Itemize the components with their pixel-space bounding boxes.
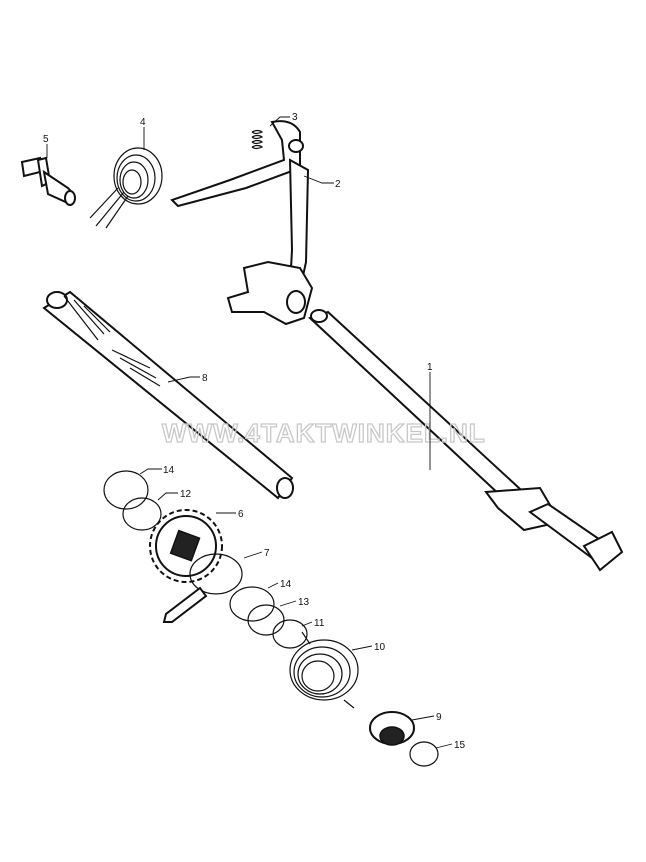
pin-bolt-drawing <box>20 156 76 206</box>
ratchet-guide-plate-drawing <box>162 553 243 623</box>
label-part-1: 1 <box>427 362 433 373</box>
washer-11-drawing <box>272 619 308 649</box>
circlip-upper-drawing <box>103 470 149 510</box>
label-part-10: 10 <box>374 642 386 653</box>
part-labels: 3 2 4 5 1 8 14 12 6 7 14 13 11 10 9 15 <box>43 112 466 751</box>
label-part-13: 13 <box>298 597 310 608</box>
label-part-15: 15 <box>454 740 466 751</box>
label-part-14a: 14 <box>163 465 175 476</box>
label-part-3: 3 <box>292 112 298 123</box>
label-part-4: 4 <box>140 117 146 128</box>
circlip-lower-drawing <box>229 586 275 622</box>
gearshift-spindle-drawing <box>308 309 624 572</box>
kick-gear-drawing <box>149 509 223 583</box>
kick-spring-drawing <box>289 631 359 709</box>
label-part-14b: 14 <box>280 579 292 590</box>
torsion-spring-drawing <box>89 147 163 229</box>
spring-collar-drawing <box>369 711 415 746</box>
label-part-11: 11 <box>314 618 325 629</box>
washer-12-drawing <box>122 497 162 531</box>
watermark-text: WWW.4TAKTWINKEL.NL <box>162 418 486 448</box>
label-part-8: 8 <box>202 373 208 384</box>
leader-lines <box>46 116 453 749</box>
label-part-6: 6 <box>238 509 244 520</box>
label-part-12: 12 <box>180 489 192 500</box>
small-spring-drawing <box>251 129 264 150</box>
washer-13-drawing <box>247 604 285 636</box>
label-part-7: 7 <box>264 548 270 559</box>
label-part-2: 2 <box>335 179 341 190</box>
label-part-5: 5 <box>43 134 49 145</box>
kick-starter-spindle-drawing <box>42 290 294 500</box>
washer-15-drawing <box>409 741 439 767</box>
stopper-arm-drawing <box>170 120 314 326</box>
label-part-9: 9 <box>436 712 442 723</box>
